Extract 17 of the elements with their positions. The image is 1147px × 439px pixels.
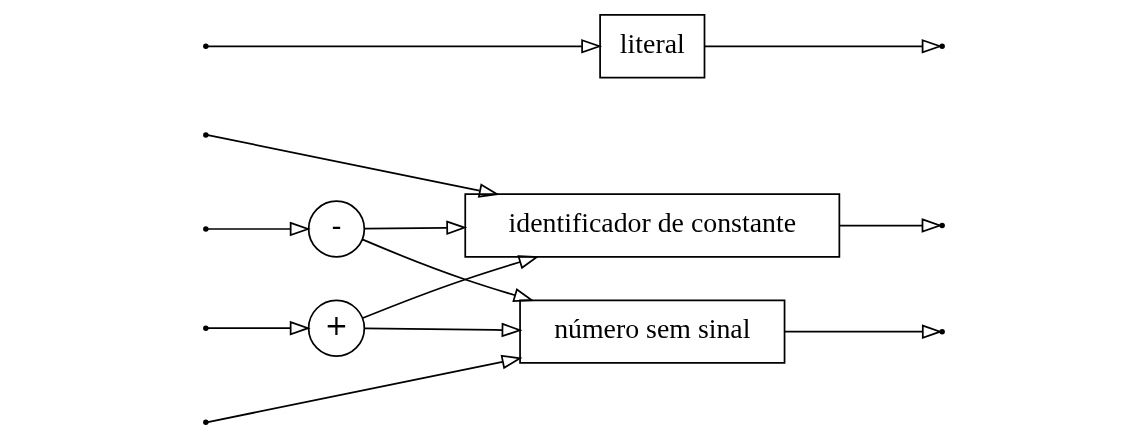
arrow [363, 220, 467, 236]
node-box: identificador de constante [463, 193, 840, 258]
arrow [206, 354, 523, 423]
node-box: literal [598, 14, 705, 79]
arrow [361, 255, 539, 319]
node-box: número sem sinal [518, 299, 785, 364]
node-circle: - [307, 200, 365, 258]
arrow [360, 238, 534, 303]
arrow [838, 218, 943, 233]
arrow [363, 322, 522, 338]
arrow [703, 38, 943, 54]
node-circle: + [307, 299, 365, 357]
arrow [783, 324, 943, 339]
arrow [206, 38, 602, 54]
arrow [206, 221, 311, 237]
arrow [206, 320, 311, 336]
arrow [206, 134, 500, 198]
